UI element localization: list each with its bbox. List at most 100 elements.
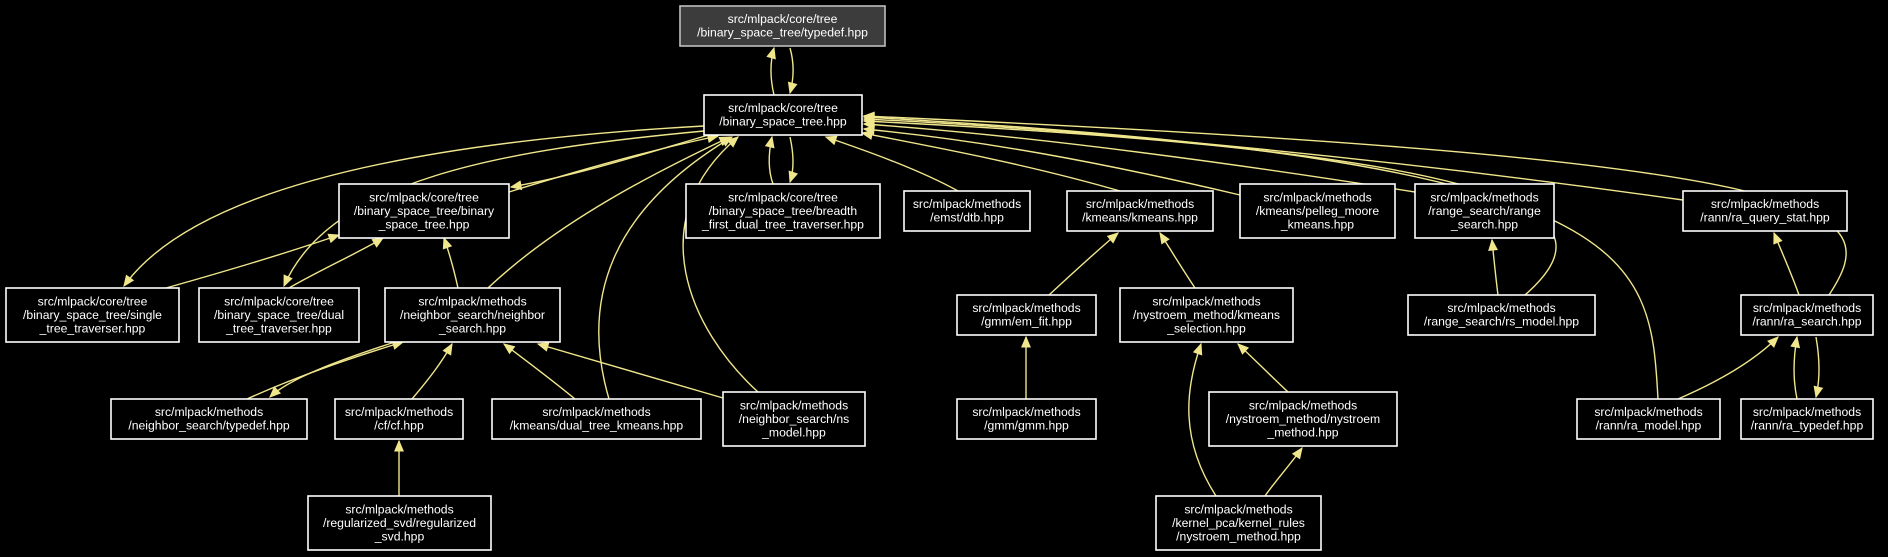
node-label-line: src/mlpack/methods (972, 405, 1080, 419)
node-label-line: /binary_space_tree.hpp (719, 115, 847, 129)
node-label-line: src/mlpack/methods (1711, 197, 1819, 211)
node-label-line: src/mlpack/methods (155, 405, 263, 419)
node-single-trav[interactable]: src/mlpack/core/tree/binary_space_tree/s… (5, 287, 180, 343)
node-label-line: src/mlpack/core/tree (728, 101, 838, 115)
node-ra-model[interactable]: src/mlpack/methods/rann/ra_model.hpp (1576, 398, 1721, 440)
node-label-line: /cf/cf.hpp (374, 419, 424, 433)
node-binary-bst[interactable]: src/mlpack/core/tree/binary_space_tree/b… (338, 183, 510, 239)
node-regularized-svd[interactable]: src/mlpack/methods/regularized_svd/regul… (307, 495, 492, 551)
arrowhead-icon (509, 180, 523, 191)
node-dual-tree-kmeans[interactable]: src/mlpack/methods/kmeans/dual_tree_kmea… (491, 398, 702, 440)
edge-neighbor_search-to-binary_bst (442, 236, 459, 289)
node-dtb[interactable]: src/mlpack/methods/emst/dtb.hpp (903, 190, 1031, 232)
node-typedef-bst[interactable]: src/mlpack/core/tree/binary_space_tree/t… (679, 5, 886, 47)
edge-line (863, 128, 1241, 196)
edge-line (825, 136, 959, 192)
node-label-line: src/mlpack/methods (1430, 190, 1538, 204)
node-ra-query-stat[interactable]: src/mlpack/methods/rann/ra_query_stat.hp… (1682, 190, 1848, 232)
edge-ra_model-to-ra_search (1677, 336, 1779, 400)
node-label-line: src/mlpack/methods (1086, 197, 1194, 211)
node-label-line: src/mlpack/core/tree (728, 12, 838, 26)
edge-line (863, 115, 1847, 296)
node-range-search[interactable]: src/mlpack/methods/range_search/range_se… (1414, 183, 1555, 239)
edge-line (246, 341, 404, 400)
node-kmeans-selection[interactable]: src/mlpack/methods/nystroem_method/kmean… (1119, 287, 1294, 343)
node-kmeans[interactable]: src/mlpack/methods/kmeans/kmeans.hpp (1066, 190, 1214, 232)
edge-regularized_svd-to-cf (394, 439, 404, 497)
edge-kernel_rules-to-nystroem_method (1264, 446, 1303, 497)
node-label-line: /nystroem_method/nystroem (1226, 412, 1380, 426)
node-ra-typedef[interactable]: src/mlpack/methods/rann/ra_typedef.hpp (1740, 398, 1874, 440)
edge-nystroem_method-to-kmeans_selection (1237, 343, 1289, 393)
node-nystroem-method[interactable]: src/mlpack/methods/nystroem_method/nystr… (1208, 391, 1398, 447)
node-label-line: _model.hpp (761, 425, 826, 439)
arrowhead-icon (860, 130, 874, 140)
edge-bst-to-binary_bst (509, 133, 713, 191)
arrowhead-icon (1767, 336, 1779, 348)
node-box (1414, 183, 1555, 239)
node-bst[interactable]: src/mlpack/core/tree/binary_space_tree.h… (703, 94, 863, 136)
arrowhead-icon (394, 439, 404, 452)
node-box (956, 294, 1097, 336)
node-rs-model[interactable]: src/mlpack/methods/range_search/rs_model… (1407, 294, 1596, 336)
edge-line (598, 136, 733, 400)
node-ns-model[interactable]: src/mlpack/methods/neighbor_search/ns_mo… (722, 391, 866, 447)
node-neighbor-search[interactable]: src/mlpack/methods/neighbor_search/neigh… (384, 287, 561, 343)
node-label-line: src/mlpack/methods (542, 405, 650, 419)
node-label-line: /rann/ra_search.hpp (1752, 315, 1861, 329)
node-kernel-rules[interactable]: src/mlpack/methods/kernel_pca/kernel_rul… (1155, 495, 1322, 551)
arrowhead-icon (1021, 335, 1031, 348)
node-em-fit[interactable]: src/mlpack/methods/gmm/em_fit.hpp (956, 294, 1097, 336)
node-gmm[interactable]: src/mlpack/methods/gmm/gmm.hpp (956, 398, 1097, 440)
node-box (685, 183, 881, 239)
node-label-line: /gmm/gmm.hpp (984, 419, 1069, 433)
node-label-line: _selection.hpp (1166, 321, 1246, 335)
node-label-line: _search.hpp (438, 321, 506, 335)
node-box (1239, 183, 1396, 239)
edge-gmm-to-em_fit (1021, 335, 1031, 399)
node-label-line: src/mlpack/core/tree (224, 294, 334, 308)
arrowhead-icon (1488, 238, 1498, 251)
node-label-line: /kmeans/pelleg_moore (1256, 204, 1380, 218)
node-dual-trav[interactable]: src/mlpack/core/tree/binary_space_tree/d… (198, 287, 360, 343)
node-label-line: src/mlpack/methods (972, 301, 1080, 315)
arrowhead-icon (1790, 335, 1801, 349)
edge-kmeans-to-bst (860, 130, 1121, 192)
arrowhead-icon (1813, 385, 1824, 399)
node-pelleg-moore[interactable]: src/mlpack/methods/kmeans/pelleg_moore_k… (1239, 183, 1396, 239)
node-label-line: /binary_space_tree/binary (354, 204, 495, 218)
node-breadth-first[interactable]: src/mlpack/core/tree/binary_space_tree/b… (685, 183, 881, 239)
edge-bst-to-breadth_first (788, 136, 799, 184)
node-label-line: /rann/ra_model.hpp (1596, 419, 1702, 433)
node-label-line: /rann/ra_typedef.hpp (1751, 419, 1864, 433)
arrowhead-icon (1159, 231, 1170, 245)
arrowhead-icon (1192, 342, 1203, 356)
node-ra-search[interactable]: src/mlpack/methods/rann/ra_search.hpp (1740, 294, 1874, 336)
edge-bst-to-dual_trav (283, 130, 705, 288)
node-label-line: /neighbor_search/ns (739, 412, 849, 426)
node-label-line: /kmeans/kmeans.hpp (1082, 211, 1198, 225)
edge-line (682, 136, 759, 393)
node-box (334, 398, 464, 440)
edge-line (508, 135, 719, 193)
node-box (110, 398, 308, 440)
edge-kmeans_selection-to-kmeans (1159, 231, 1196, 289)
node-label-line: _search.hpp (1450, 217, 1518, 231)
edge-breadth_first-to-bst (764, 135, 775, 185)
edge-kernel_rules-to-kmeans_selection (1188, 342, 1217, 497)
arrowhead-icon (371, 237, 385, 248)
arrowhead-icon (1106, 232, 1119, 244)
arrowhead-icon (1237, 343, 1250, 355)
edge-line (1188, 343, 1217, 497)
edge-line (283, 130, 705, 287)
node-cf[interactable]: src/mlpack/methods/cf/cf.hpp (334, 398, 464, 440)
node-ns-typedef[interactable]: src/mlpack/methods/neighbor_search/typed… (110, 398, 308, 440)
arrowhead-icon (824, 135, 838, 146)
node-box (307, 495, 492, 551)
node-label-line: src/mlpack/methods (1152, 294, 1260, 308)
node-box (1407, 294, 1596, 336)
edge-line (861, 132, 1121, 192)
node-label-line: /nystroem_method/kmeans (1133, 308, 1280, 322)
arrowhead-icon (787, 81, 798, 95)
